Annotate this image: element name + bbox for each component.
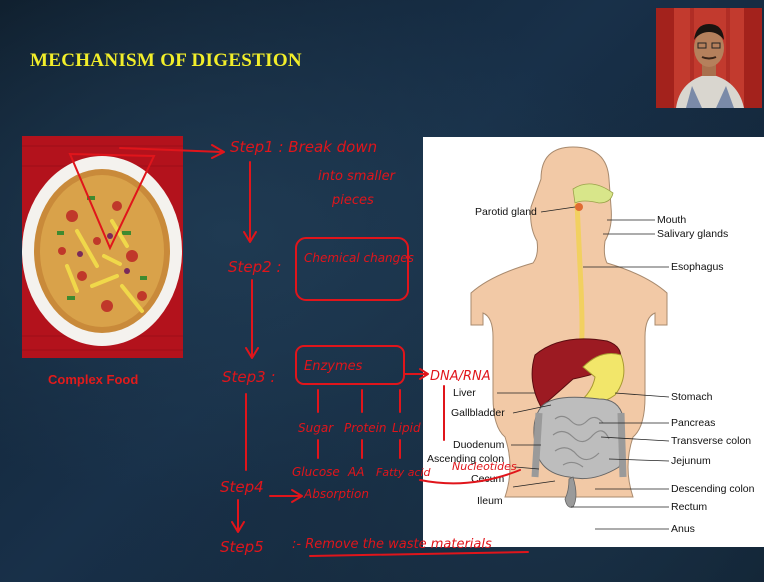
annotation-step1-c: pieces <box>331 193 374 208</box>
annotation-sugar: Sugar <box>298 421 334 435</box>
annotation-dna-rna: DNA/RNA <box>430 369 491 384</box>
annotation-step3-box: Enzymes <box>304 359 363 374</box>
annotation-aa: AA <box>347 465 364 479</box>
annotation-step4: Step4 <box>220 478 264 496</box>
annotation-remove-waste: :- Remove the waste materials <box>292 537 492 552</box>
annotation-step1-b: into smaller <box>318 169 397 184</box>
annotation-absorption: Absorption <box>303 487 369 501</box>
annotation-glucose: Glucose <box>292 465 340 479</box>
annotation-protein: Protein <box>344 421 387 435</box>
annotation-step5: Step5 <box>220 538 264 556</box>
annotation-nucleotides: Nucleotides <box>452 460 517 473</box>
annotation-step1: Step1 : Break down <box>230 138 377 156</box>
annotation-fatty-acid: Fatty acid <box>376 466 432 479</box>
annotation-step3: Step3 : <box>222 368 276 386</box>
annotation-step2-box: Chemical changes <box>304 251 414 265</box>
annotation-lipid: Lipid <box>392 421 421 435</box>
annotation-step2: Step2 : <box>228 258 282 276</box>
